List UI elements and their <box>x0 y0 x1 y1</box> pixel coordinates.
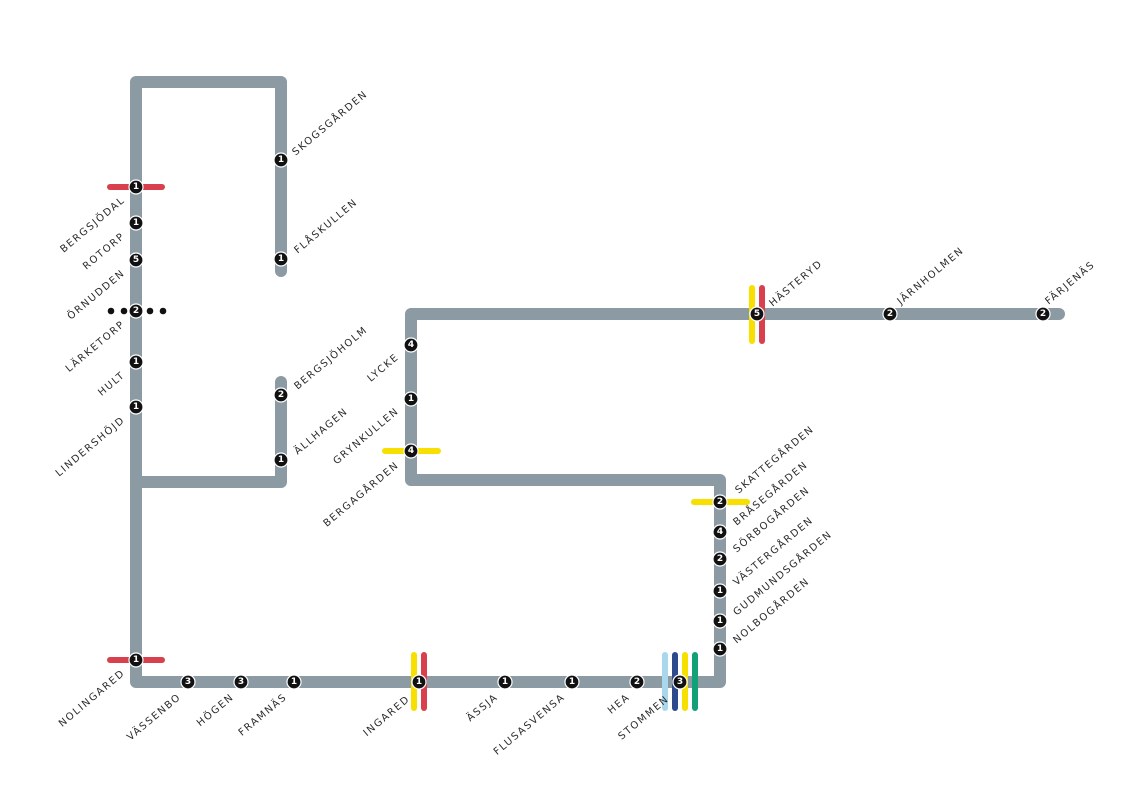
station-label: BERGAGÅRDEN <box>320 458 401 529</box>
station-number: 1 <box>717 616 723 626</box>
station-label: HEA <box>606 692 633 717</box>
station-number: 1 <box>133 357 139 367</box>
station-number: 1 <box>278 254 284 264</box>
station-number: 1 <box>408 394 414 404</box>
station-label: ÖRNUDDEN <box>64 266 127 322</box>
station-label: HULT <box>96 370 127 399</box>
station-number: 1 <box>278 155 284 165</box>
station-marker <box>403 391 419 407</box>
station-number: 1 <box>717 586 723 596</box>
station-number: 1 <box>133 218 139 228</box>
station-label: FLÅSKULLEN <box>291 195 360 256</box>
station-marker <box>128 303 144 319</box>
station-marker <box>403 443 419 459</box>
station-label: FRAMNÄS <box>235 690 289 738</box>
station-number: 2 <box>278 390 284 400</box>
station-number: 2 <box>887 309 893 319</box>
station-marker <box>749 306 765 322</box>
station-number: 1 <box>717 644 723 654</box>
station-number: 2 <box>717 497 723 507</box>
station-label: LÄRKETORP <box>63 317 128 374</box>
station-marker <box>712 551 728 567</box>
station-marker <box>273 452 289 468</box>
station-marker <box>712 641 728 657</box>
station-number: 4 <box>717 527 723 537</box>
station-marker <box>497 674 513 690</box>
station-bergsjoholm[interactable]: 2 BERGSJÖHOLM <box>273 323 370 403</box>
station-number: 2 <box>634 677 640 687</box>
station-number: 1 <box>502 677 508 687</box>
stations: 1 SKOGSGÅRDEN 1 FLÅSKULLEN 1 BERGSJÖDAL … <box>53 87 1098 758</box>
transfer-bars <box>107 184 765 711</box>
route-west-loop <box>130 76 1065 688</box>
station-label: ÄSSJA <box>464 690 501 724</box>
station-label: JÄRNHOLMEN <box>893 244 966 308</box>
station-label: NOLINGARED <box>57 668 128 730</box>
station-number: 1 <box>278 455 284 465</box>
station-marker <box>273 251 289 267</box>
station-number: 2 <box>133 306 139 316</box>
larketorp-dotted-line <box>107 307 167 315</box>
station-marker <box>180 674 196 690</box>
station-marker <box>712 494 728 510</box>
station-number: 3 <box>677 677 683 687</box>
station-number: 2 <box>1040 309 1046 319</box>
station-number: 3 <box>238 677 244 687</box>
station-marker <box>273 387 289 403</box>
station-skogsgarden[interactable]: 1 SKOGSGÅRDEN <box>273 87 370 168</box>
station-label: INGARED <box>362 694 413 739</box>
station-marker <box>712 583 728 599</box>
station-label: SKOGSGÅRDEN <box>289 87 370 158</box>
station-marker <box>411 674 427 690</box>
station-number: 2 <box>717 554 723 564</box>
station-label: LYCKE <box>366 352 402 385</box>
station-label: BERGSJÖHOLM <box>291 323 370 392</box>
station-marker <box>629 674 645 690</box>
route-bergsjoholm-spur <box>130 376 287 488</box>
station-number: 1 <box>569 677 575 687</box>
station-marker <box>128 652 144 668</box>
station-label: FÄRJENÄS <box>1042 258 1097 307</box>
station-marker <box>128 354 144 370</box>
station-marker <box>128 399 144 415</box>
station-marker <box>882 306 898 322</box>
station-label: HÖGEN <box>194 690 237 729</box>
station-number: 4 <box>408 340 414 350</box>
station-number: 4 <box>408 446 414 456</box>
station-marker <box>128 215 144 231</box>
station-label: HÄSTERYD <box>766 257 825 309</box>
station-marker <box>672 674 688 690</box>
station-number: 1 <box>291 677 297 687</box>
station-marker <box>128 252 144 268</box>
station-marker <box>712 524 728 540</box>
station-farjenas[interactable]: 2 FÄRJENÄS <box>1035 258 1098 322</box>
station-number: 1 <box>133 402 139 412</box>
station-lindershojd[interactable]: 1 LINDERSHÖJD <box>53 399 144 479</box>
station-label: ROTORP <box>81 231 127 272</box>
station-marker <box>1035 306 1051 322</box>
station-number: 5 <box>133 255 139 265</box>
station-number: 1 <box>133 182 139 192</box>
station-marker <box>233 674 249 690</box>
station-marker <box>712 613 728 629</box>
station-nolingared[interactable]: 1 NOLINGARED <box>57 652 144 730</box>
station-label: FLUSASVENSA <box>492 692 568 758</box>
station-label: VÄSSENBO <box>124 690 184 743</box>
station-marker <box>564 674 580 690</box>
station-marker <box>273 152 289 168</box>
route-network <box>130 76 1065 688</box>
station-number: 1 <box>133 655 139 665</box>
station-number: 1 <box>416 677 422 687</box>
station-marker <box>128 179 144 195</box>
station-number: 3 <box>185 677 191 687</box>
station-label: LINDERSHÖJD <box>53 413 128 479</box>
station-number: 5 <box>754 309 760 319</box>
station-marker <box>286 674 302 690</box>
station-marker <box>403 337 419 353</box>
